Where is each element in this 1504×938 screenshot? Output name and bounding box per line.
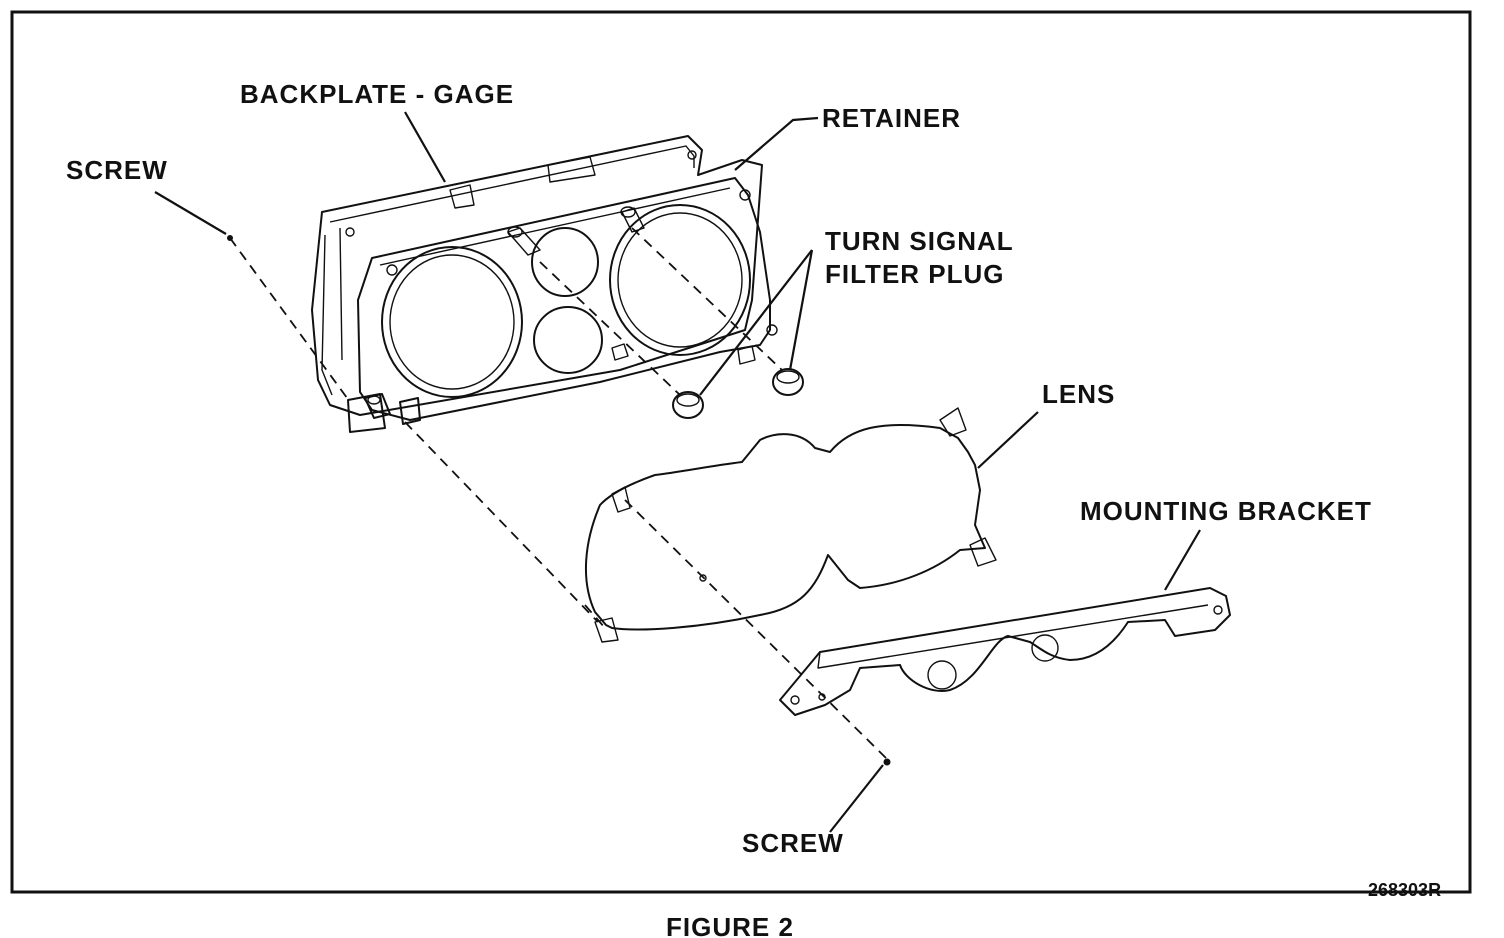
filter-plug-left bbox=[672, 391, 704, 419]
drawing-number: 268303R bbox=[1368, 880, 1441, 900]
screw-bottom-marker bbox=[883, 758, 891, 766]
lower-small-gauge bbox=[533, 306, 603, 374]
filter-plug-right bbox=[772, 368, 804, 396]
retainer bbox=[357, 177, 771, 421]
upper-small-gauge bbox=[531, 227, 599, 297]
label-screw-top: SCREW bbox=[66, 155, 168, 185]
label-turn-signal-line1: TURN SIGNAL bbox=[825, 226, 1014, 256]
backplate-gage bbox=[311, 135, 763, 416]
label-backplate-gage: BACKPLATE - GAGE bbox=[240, 79, 514, 109]
label-retainer: RETAINER bbox=[822, 103, 961, 133]
label-screw-bottom: SCREW bbox=[742, 828, 844, 858]
left-gauge-opening bbox=[381, 246, 523, 398]
right-gauge-opening bbox=[609, 204, 751, 356]
turn-signal-filter-plugs bbox=[672, 368, 804, 419]
label-turn-signal-line2: FILTER PLUG bbox=[825, 259, 1005, 289]
gage-cluster bbox=[311, 135, 778, 433]
mounting-bracket bbox=[779, 587, 1231, 716]
screw-top-marker bbox=[227, 235, 233, 241]
label-mounting-bracket: MOUNTING BRACKET bbox=[1080, 496, 1372, 526]
lens bbox=[585, 424, 986, 631]
label-lens: LENS bbox=[1042, 379, 1115, 409]
figure-frame bbox=[10, 10, 1472, 894]
figure-caption: FIGURE 2 bbox=[666, 912, 794, 938]
